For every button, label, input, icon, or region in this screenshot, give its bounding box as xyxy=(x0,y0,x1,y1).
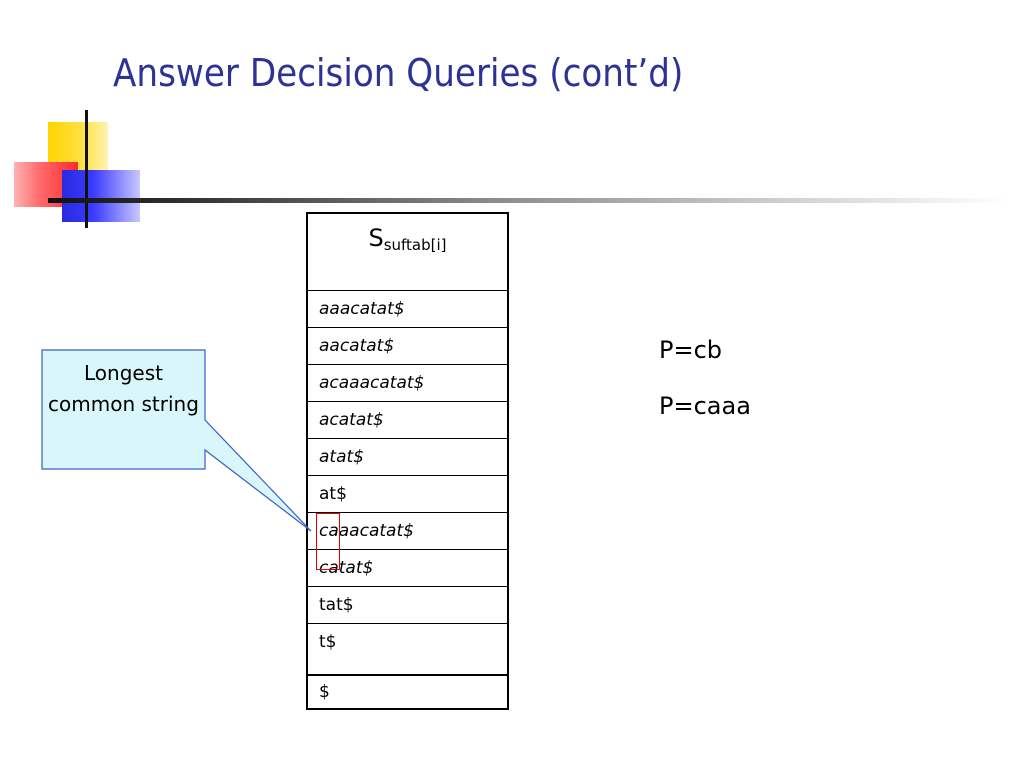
header-subscript-label: suftab[i] xyxy=(383,236,447,254)
table-row: t$ xyxy=(307,623,508,676)
suffix-table: Ssuftab[i] aaacatat$ aacatat$ acaaacatat… xyxy=(306,212,509,710)
table-row: atat$ xyxy=(307,438,508,476)
title-underline-rule xyxy=(48,198,1008,203)
callout-text: Longest common string xyxy=(48,361,199,416)
table-row: acatat$ xyxy=(307,401,508,439)
decorative-logo xyxy=(0,0,1024,240)
pattern-query-2: P=caaa xyxy=(659,392,751,420)
suffix-table-header: Ssuftab[i] xyxy=(307,212,509,291)
slide-title: Answer Decision Queries (cont’d) xyxy=(113,51,684,95)
blue-square-decoration xyxy=(62,170,140,222)
header-main-label: S xyxy=(368,224,384,252)
table-row: catat$ xyxy=(307,549,508,587)
table-row: caaacatat$ xyxy=(307,512,508,550)
table-row: aacatat$ xyxy=(307,327,508,365)
table-row: acaaacatat$ xyxy=(307,364,508,402)
red-square-decoration xyxy=(14,162,78,207)
table-row: at$ xyxy=(307,475,508,513)
yellow-square-decoration xyxy=(48,122,108,178)
pattern-query-1: P=cb xyxy=(659,336,723,364)
vertical-rule-decoration xyxy=(85,110,88,228)
table-row: $ xyxy=(307,674,508,710)
table-row: tat$ xyxy=(307,586,508,624)
table-row: aaacatat$ xyxy=(307,290,508,328)
common-prefix-highlight-box xyxy=(316,513,340,570)
